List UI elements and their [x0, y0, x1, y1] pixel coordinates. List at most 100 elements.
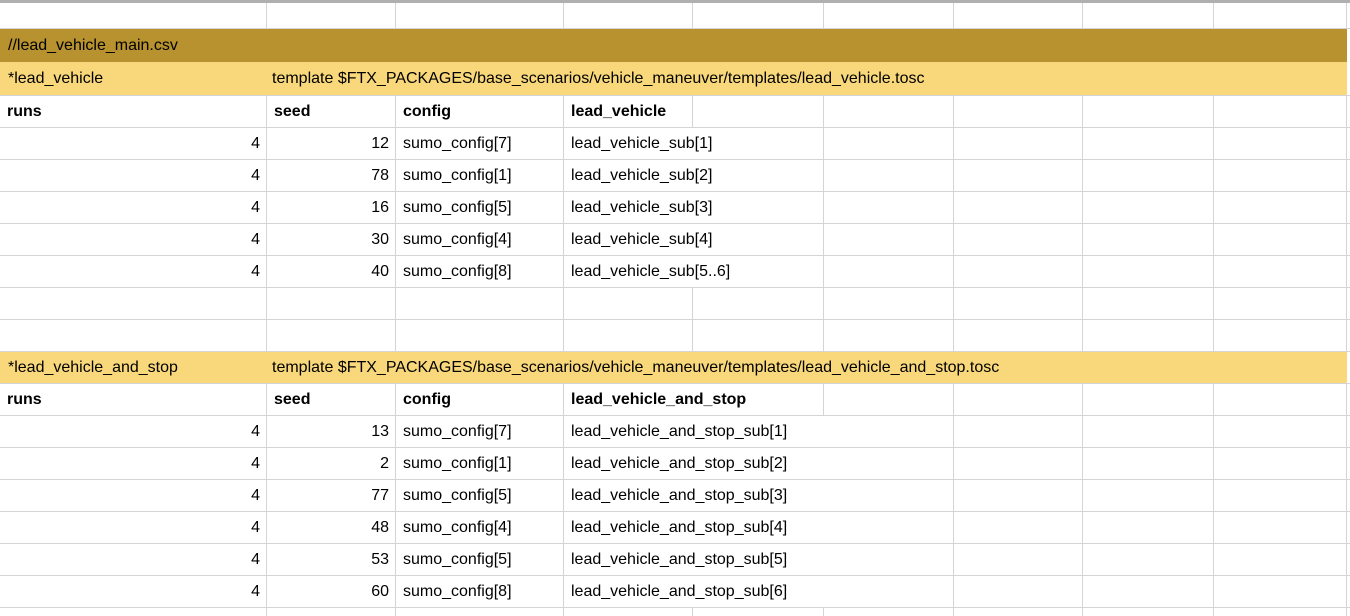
cell-empty[interactable]: [954, 576, 1083, 607]
file-banner-cell[interactable]: //lead_vehicle_main.csv: [0, 29, 1347, 62]
cell-empty[interactable]: [1083, 96, 1214, 127]
cell-empty[interactable]: [564, 3, 693, 28]
cell-empty[interactable]: [1083, 576, 1214, 607]
cell-empty[interactable]: [396, 3, 564, 28]
cell-seed[interactable]: 78: [267, 160, 396, 191]
cell-config[interactable]: sumo_config[4]: [396, 512, 564, 543]
section-1-title-cell[interactable]: *lead_vehicle template $FTX_PACKAGES/bas…: [0, 62, 1347, 95]
cell-seed[interactable]: 48: [267, 512, 396, 543]
cell-empty[interactable]: [954, 160, 1083, 191]
cell-empty[interactable]: [1083, 608, 1214, 616]
cell-empty[interactable]: [693, 288, 824, 319]
cell-empty[interactable]: [1083, 128, 1214, 159]
cell-empty[interactable]: [1083, 384, 1214, 415]
cell-empty[interactable]: [1083, 160, 1214, 191]
cell-seed[interactable]: 60: [267, 576, 396, 607]
cell-empty[interactable]: [1214, 96, 1347, 127]
cell-empty[interactable]: [824, 3, 954, 28]
cell-vehicle[interactable]: lead_vehicle_sub[2]: [564, 160, 824, 191]
cell-seed[interactable]: 13: [267, 416, 396, 447]
cell-empty[interactable]: [954, 224, 1083, 255]
cell-empty[interactable]: [954, 96, 1083, 127]
cell-empty[interactable]: [693, 320, 824, 351]
cell-config[interactable]: sumo_config[7]: [396, 128, 564, 159]
cell-seed[interactable]: 40: [267, 256, 396, 287]
cell-empty[interactable]: [0, 608, 267, 616]
cell-config[interactable]: sumo_config[1]: [396, 448, 564, 479]
cell-empty[interactable]: [954, 256, 1083, 287]
cell-runs[interactable]: 4: [0, 128, 267, 159]
cell-empty[interactable]: [564, 608, 693, 616]
cell-empty[interactable]: [1083, 320, 1214, 351]
cell-runs[interactable]: 4: [0, 256, 267, 287]
cell-empty[interactable]: [1083, 512, 1214, 543]
cell-config[interactable]: sumo_config[5]: [396, 480, 564, 511]
cell-seed[interactable]: 53: [267, 544, 396, 575]
cell-empty[interactable]: [693, 608, 824, 616]
cell-empty[interactable]: [693, 3, 824, 28]
column-header-config[interactable]: config: [396, 96, 564, 127]
cell-empty[interactable]: [1214, 3, 1347, 28]
cell-vehicle[interactable]: lead_vehicle_and_stop_sub[1]: [564, 416, 954, 447]
cell-empty[interactable]: [1083, 480, 1214, 511]
cell-empty[interactable]: [824, 96, 954, 127]
cell-empty[interactable]: [1083, 256, 1214, 287]
cell-vehicle[interactable]: lead_vehicle_and_stop_sub[3]: [564, 480, 954, 511]
cell-empty[interactable]: [954, 480, 1083, 511]
cell-empty[interactable]: [824, 288, 954, 319]
cell-empty[interactable]: [1214, 128, 1347, 159]
cell-empty[interactable]: [267, 3, 396, 28]
cell-empty[interactable]: [396, 608, 564, 616]
cell-runs[interactable]: 4: [0, 192, 267, 223]
cell-empty[interactable]: [267, 288, 396, 319]
cell-runs[interactable]: 4: [0, 224, 267, 255]
cell-empty[interactable]: [1214, 544, 1347, 575]
column-header-vehicle[interactable]: lead_vehicle: [564, 96, 693, 127]
cell-empty[interactable]: [1083, 416, 1214, 447]
cell-seed[interactable]: 16: [267, 192, 396, 223]
cell-seed[interactable]: 30: [267, 224, 396, 255]
cell-empty[interactable]: [1083, 192, 1214, 223]
cell-empty[interactable]: [1214, 160, 1347, 191]
column-header-vehicle[interactable]: lead_vehicle_and_stop: [564, 384, 824, 415]
cell-empty[interactable]: [1214, 320, 1347, 351]
cell-empty[interactable]: [1214, 576, 1347, 607]
cell-empty[interactable]: [954, 288, 1083, 319]
cell-vehicle[interactable]: lead_vehicle_and_stop_sub[4]: [564, 512, 954, 543]
column-header-runs[interactable]: runs: [0, 96, 267, 127]
cell-empty[interactable]: [954, 128, 1083, 159]
cell-empty[interactable]: [954, 192, 1083, 223]
cell-empty[interactable]: [824, 384, 954, 415]
cell-empty[interactable]: [1214, 448, 1347, 479]
cell-config[interactable]: sumo_config[5]: [396, 192, 564, 223]
cell-seed[interactable]: 12: [267, 128, 396, 159]
cell-empty[interactable]: [396, 320, 564, 351]
cell-runs[interactable]: 4: [0, 160, 267, 191]
cell-vehicle[interactable]: lead_vehicle_sub[1]: [564, 128, 824, 159]
cell-empty[interactable]: [954, 512, 1083, 543]
cell-empty[interactable]: [824, 608, 954, 616]
cell-empty[interactable]: [1214, 224, 1347, 255]
cell-config[interactable]: sumo_config[8]: [396, 256, 564, 287]
column-header-runs[interactable]: runs: [0, 384, 267, 415]
cell-config[interactable]: sumo_config[7]: [396, 416, 564, 447]
cell-empty[interactable]: [1214, 192, 1347, 223]
cell-empty[interactable]: [0, 3, 267, 28]
cell-vehicle[interactable]: lead_vehicle_and_stop_sub[5]: [564, 544, 954, 575]
cell-runs[interactable]: 4: [0, 544, 267, 575]
cell-empty[interactable]: [1214, 608, 1347, 616]
column-header-seed[interactable]: seed: [267, 384, 396, 415]
cell-empty[interactable]: [824, 224, 954, 255]
cell-empty[interactable]: [824, 128, 954, 159]
cell-config[interactable]: sumo_config[1]: [396, 160, 564, 191]
cell-empty[interactable]: [954, 608, 1083, 616]
cell-runs[interactable]: 4: [0, 448, 267, 479]
cell-empty[interactable]: [954, 448, 1083, 479]
column-header-seed[interactable]: seed: [267, 96, 396, 127]
cell-runs[interactable]: 4: [0, 416, 267, 447]
cell-vehicle[interactable]: lead_vehicle_sub[5..6]: [564, 256, 824, 287]
cell-seed[interactable]: 77: [267, 480, 396, 511]
cell-empty[interactable]: [267, 320, 396, 351]
cell-vehicle[interactable]: lead_vehicle_sub[4]: [564, 224, 824, 255]
cell-empty[interactable]: [267, 608, 396, 616]
